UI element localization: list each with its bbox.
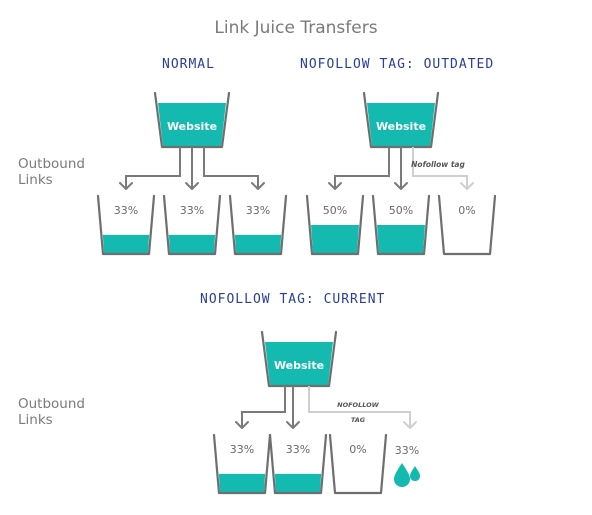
cup-water-outdated-0	[311, 225, 359, 253]
cup-water-current-1	[274, 473, 322, 492]
section-heading-normal: NORMAL	[162, 57, 215, 72]
cup-percent-label-normal-1: 33%	[180, 204, 204, 217]
outbound-label-line1: Outbound	[18, 396, 85, 412]
outbound-links-label-bottom: Outbound Links	[18, 396, 85, 428]
arrow-line-current-1	[241, 386, 286, 428]
cup-glass-outdated-0	[305, 194, 365, 256]
cup-glass-current-0	[212, 433, 272, 495]
arrow-head-center	[394, 182, 408, 190]
arrow-line-right	[412, 147, 468, 189]
cup-glass-normal-2	[228, 194, 288, 256]
cup-percent-label-outdated-0: 50%	[323, 204, 347, 217]
arrow-line-right	[203, 147, 259, 189]
arrow-head-left	[328, 182, 342, 190]
arrow-head-current-2	[286, 421, 300, 429]
outbound-label-line2: Links	[18, 172, 53, 188]
website-label: Website	[274, 359, 324, 372]
arrow-line-left	[125, 147, 181, 189]
cup-percent-label-current-1: 33%	[286, 443, 310, 456]
cup-percent-label-current-0: 33%	[230, 443, 254, 456]
arrow-line-left	[334, 147, 390, 189]
outbound-label-line1: Outbound	[18, 156, 85, 172]
outbound-links-label-top: Outbound Links	[18, 156, 85, 188]
cup-water-normal-1	[168, 234, 216, 253]
nofollow-tag-label: Nofollow tag	[411, 160, 465, 169]
cup-water-normal-2	[234, 234, 282, 253]
section-heading-outdated: NOFOLLOW TAG: OUTDATED	[300, 57, 495, 72]
droplet-icon	[394, 463, 410, 487]
arrow-line-current-faded	[308, 386, 411, 428]
arrow-head-center	[185, 182, 199, 190]
cup-glass-current-2	[328, 433, 388, 495]
arrow-head-left	[119, 182, 133, 190]
droplet-icon	[410, 466, 420, 481]
arrow-head-right	[251, 182, 265, 190]
outbound-label-line2: Links	[18, 412, 53, 428]
website-label: Website	[376, 120, 426, 133]
cup-glass-normal-0	[96, 194, 156, 256]
cup-glass-normal-1	[162, 194, 222, 256]
cup-percent-label-outdated-1: 50%	[389, 204, 413, 217]
arrow-head-current-1	[235, 421, 249, 429]
website-label: Website	[167, 120, 217, 133]
spilled-percent-label: 33%	[395, 444, 419, 457]
arrow-head-right	[460, 182, 474, 190]
cup-percent-label-outdated-2: 0%	[458, 204, 475, 217]
section-heading-current: NOFOLLOW TAG: CURRENT	[200, 292, 386, 307]
cup-percent-label-current-2: 0%	[349, 443, 366, 456]
cup-water-normal-0	[102, 234, 150, 253]
cup-percent-label-normal-0: 33%	[114, 204, 138, 217]
cup-glass-outdated-1	[371, 194, 431, 256]
website-glass	[260, 330, 338, 388]
website-water	[367, 103, 435, 146]
nofollow-label-line1: NOFOLLOW	[337, 401, 380, 409]
cup-percent-label-normal-2: 33%	[246, 204, 270, 217]
website-water	[158, 103, 226, 146]
cup-glass-outdated-2	[437, 194, 497, 256]
cup-glass-current-1	[268, 433, 328, 495]
arrow-head-current-faded	[403, 421, 417, 429]
cup-water-current-0	[218, 473, 266, 492]
website-water	[265, 342, 333, 385]
page-title: Link Juice Transfers	[214, 18, 378, 38]
nofollow-label-line2: TAG	[351, 416, 366, 424]
cup-water-outdated-1	[377, 225, 425, 253]
